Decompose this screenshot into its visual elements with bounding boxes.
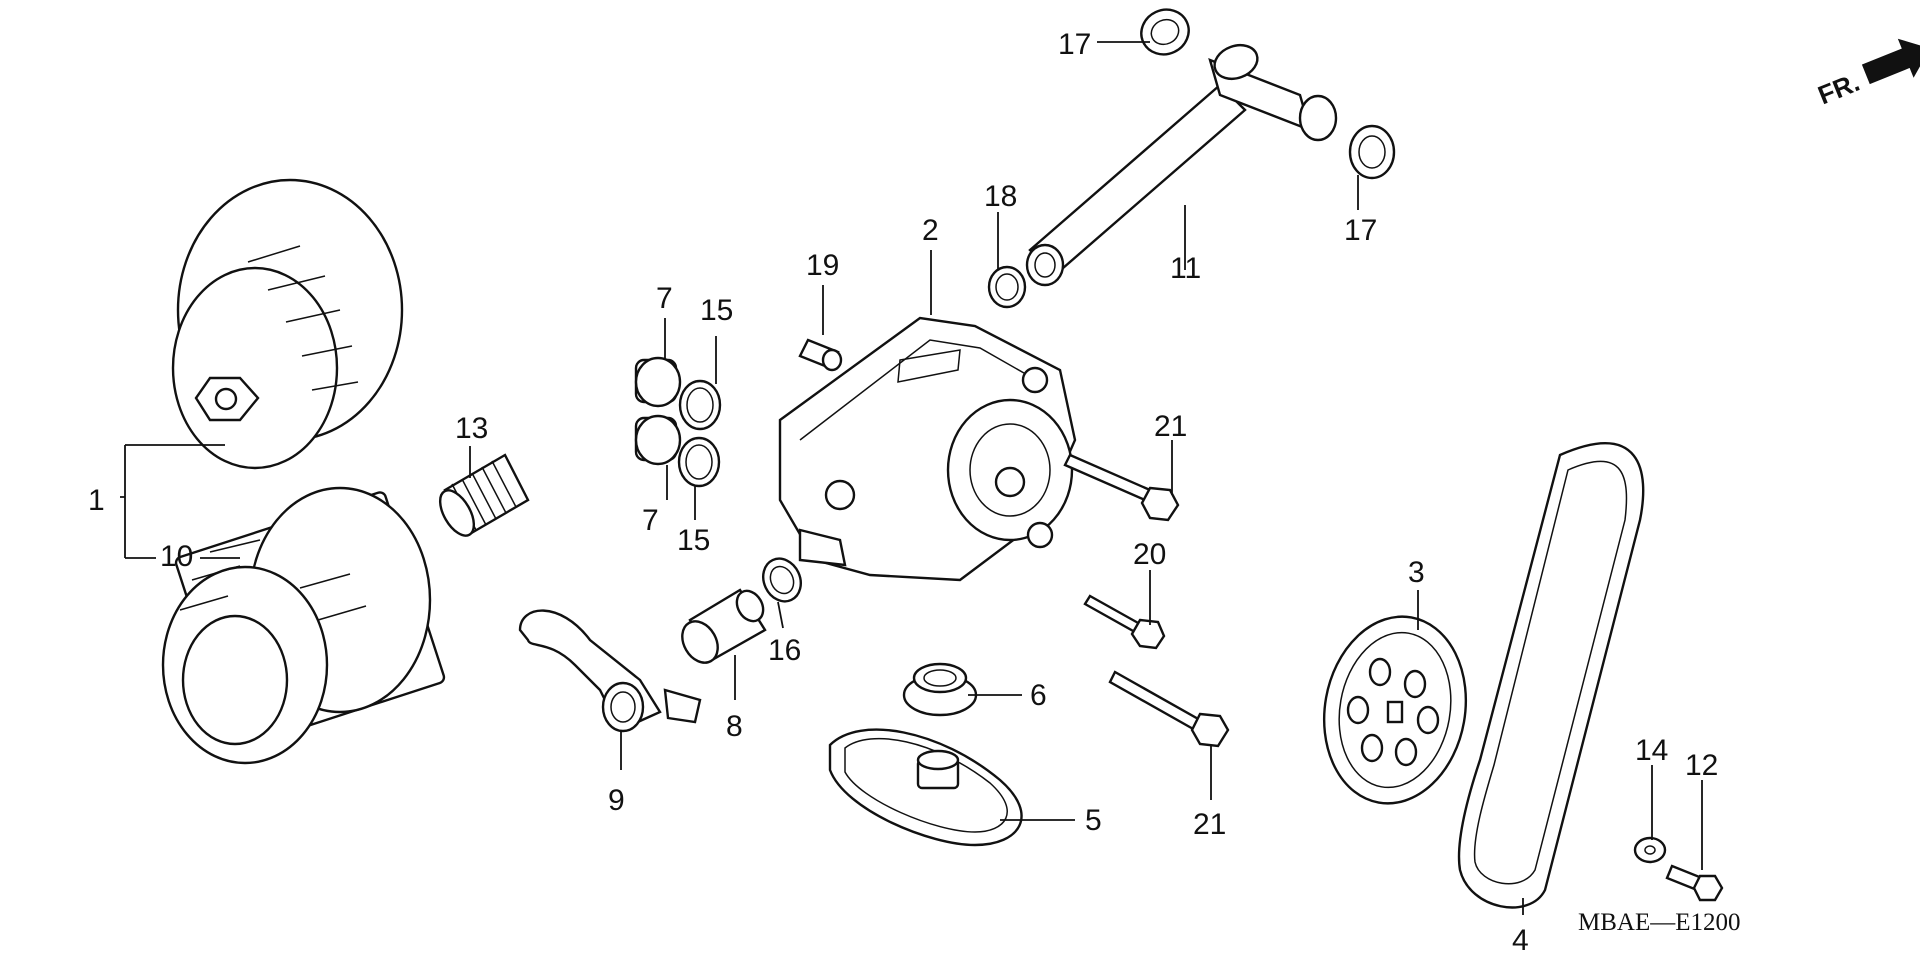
oil-pipe xyxy=(518,609,702,733)
callout-9: 9 xyxy=(608,784,625,817)
callout-5: 5 xyxy=(1085,804,1102,837)
callout-8: 8 xyxy=(726,710,743,743)
oil-pump-body xyxy=(778,316,1077,582)
callout-16: 16 xyxy=(768,634,801,667)
callout-4: 4 xyxy=(1512,924,1529,957)
drive-sprocket xyxy=(1322,615,1468,805)
callout-21-upper: 21 xyxy=(1154,410,1187,443)
callout-2: 2 xyxy=(922,214,939,247)
callout-17-top: 17 xyxy=(1058,28,1091,61)
callout-7-upper: 7 xyxy=(656,282,673,315)
pipe-o-ring-top xyxy=(1140,8,1190,56)
dowel-collar-upper xyxy=(634,356,682,408)
callout-6: 6 xyxy=(1030,679,1047,712)
threaded-stud xyxy=(438,453,530,537)
flange-bolt-20 xyxy=(1083,594,1166,650)
washer xyxy=(1633,836,1667,864)
callout-13: 13 xyxy=(455,412,488,445)
callout-14: 14 xyxy=(1635,734,1668,767)
callout-17-right: 17 xyxy=(1344,214,1377,247)
oil-strainer xyxy=(828,728,1023,847)
callout-15-upper: 15 xyxy=(700,294,733,327)
strainer-seal xyxy=(902,662,978,717)
drive-chain xyxy=(1457,442,1645,909)
arrow-icon xyxy=(1861,38,1920,85)
joint-collar xyxy=(681,588,767,664)
o-ring-lower xyxy=(677,436,721,488)
flange-bolt-lower xyxy=(1108,670,1230,748)
callout-7-lower: 7 xyxy=(642,504,659,537)
pipe-o-ring-18 xyxy=(987,265,1027,309)
dowel-pin xyxy=(798,338,843,372)
oil-filter-cap xyxy=(171,178,404,470)
pipe-o-ring-right xyxy=(1348,124,1396,180)
callout-10: 10 xyxy=(160,540,193,573)
front-label: FR. xyxy=(1814,67,1864,111)
callout-11: 11 xyxy=(1170,252,1201,285)
o-ring-16 xyxy=(762,557,802,603)
sprocket-bolt xyxy=(1665,864,1724,902)
callout-18: 18 xyxy=(984,180,1017,213)
callout-19: 19 xyxy=(806,249,839,282)
o-ring-upper xyxy=(678,379,722,431)
callout-21-lower: 21 xyxy=(1193,808,1226,841)
flange-bolt-upper xyxy=(1063,453,1180,522)
callout-15-lower: 15 xyxy=(677,524,710,557)
callout-20: 20 xyxy=(1133,538,1166,571)
diagram-code: MBAE—E1200 xyxy=(1578,909,1741,936)
callout-12: 12 xyxy=(1685,749,1718,782)
callout-1: 1 xyxy=(88,484,105,517)
callout-3: 3 xyxy=(1408,556,1425,589)
leader-lines xyxy=(120,41,1703,915)
dowel-collar-lower xyxy=(634,414,682,466)
oil-pipe-upper xyxy=(1025,43,1338,287)
front-direction-arrow: FR. xyxy=(1814,38,1920,111)
oil-filter xyxy=(161,486,446,765)
